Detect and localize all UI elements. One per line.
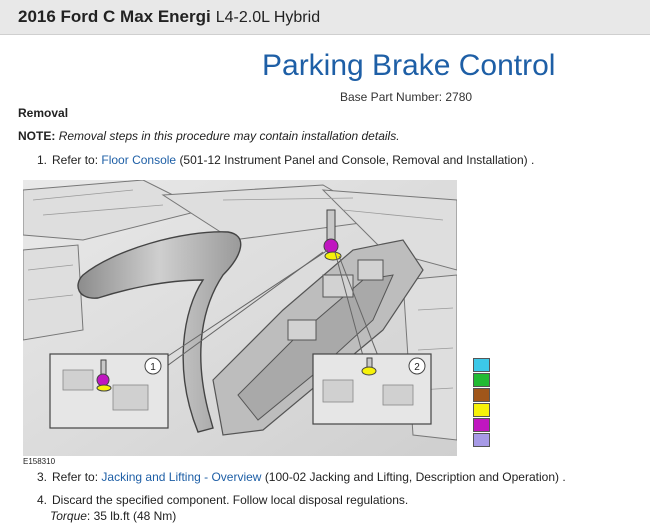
step-number: 4. [37, 493, 48, 507]
torque-value: : 35 lb.ft (48 Nm) [86, 509, 177, 523]
legend-swatch-green [473, 373, 490, 387]
note-label: NOTE: [18, 129, 56, 143]
step-prefix: Refer to: [52, 470, 99, 484]
step-number: 1. [37, 153, 48, 167]
step-number: 3. [37, 470, 48, 484]
note-text: Removal steps in this procedure may cont… [58, 129, 400, 143]
legend-swatch-lavender [473, 433, 490, 447]
legend-swatch-brown [473, 388, 490, 402]
section-heading: Removal [18, 106, 69, 120]
legend-swatch-yellow [473, 403, 490, 417]
vehicle-model: 2016 Ford C Max Energi [18, 7, 211, 26]
color-legend [473, 358, 491, 448]
detail-inset-1: 1 [49, 353, 169, 429]
parking-brake-illustration: 1 2 [22, 179, 458, 456]
jacking-lifting-link[interactable]: Jacking and Lifting - Overview [101, 470, 262, 484]
detail-inset-2: 2 [312, 353, 432, 425]
step-1: 1. Refer to: Floor Console (501-12 Instru… [37, 153, 534, 167]
torque-spec: Torque: 35 lb.ft (48 Nm) [50, 509, 176, 523]
torque-label: Torque [50, 509, 87, 523]
step-4: 4. Discard the specified component. Follo… [37, 493, 408, 507]
callout-2-label: 2 [414, 362, 420, 373]
vehicle-engine: L4-2.0L Hybrid [215, 9, 321, 26]
floor-console-link[interactable]: Floor Console [101, 153, 177, 167]
legend-swatch-magenta [473, 418, 490, 432]
step-3: 3. Refer to: Jacking and Lifting - Overvi… [37, 470, 566, 484]
legend-swatch-cyan [473, 358, 490, 372]
step-text: Discard the specified component. Follow … [52, 493, 409, 507]
page-title: Parking Brake Control [262, 49, 556, 82]
procedure-figure: 1 2 [22, 179, 458, 456]
base-part-number: Base Part Number: 2780 [340, 90, 473, 104]
step-reference: (100-02 Jacking and Lifting, Description… [264, 470, 566, 484]
callout-1-label: 1 [150, 362, 156, 373]
step-prefix: Refer to: [52, 153, 99, 167]
figure-id: E158310 [23, 457, 56, 466]
step-reference: (501-12 Instrument Panel and Console, Re… [179, 153, 535, 167]
procedure-note: NOTE: Removal steps in this procedure ma… [18, 129, 400, 143]
